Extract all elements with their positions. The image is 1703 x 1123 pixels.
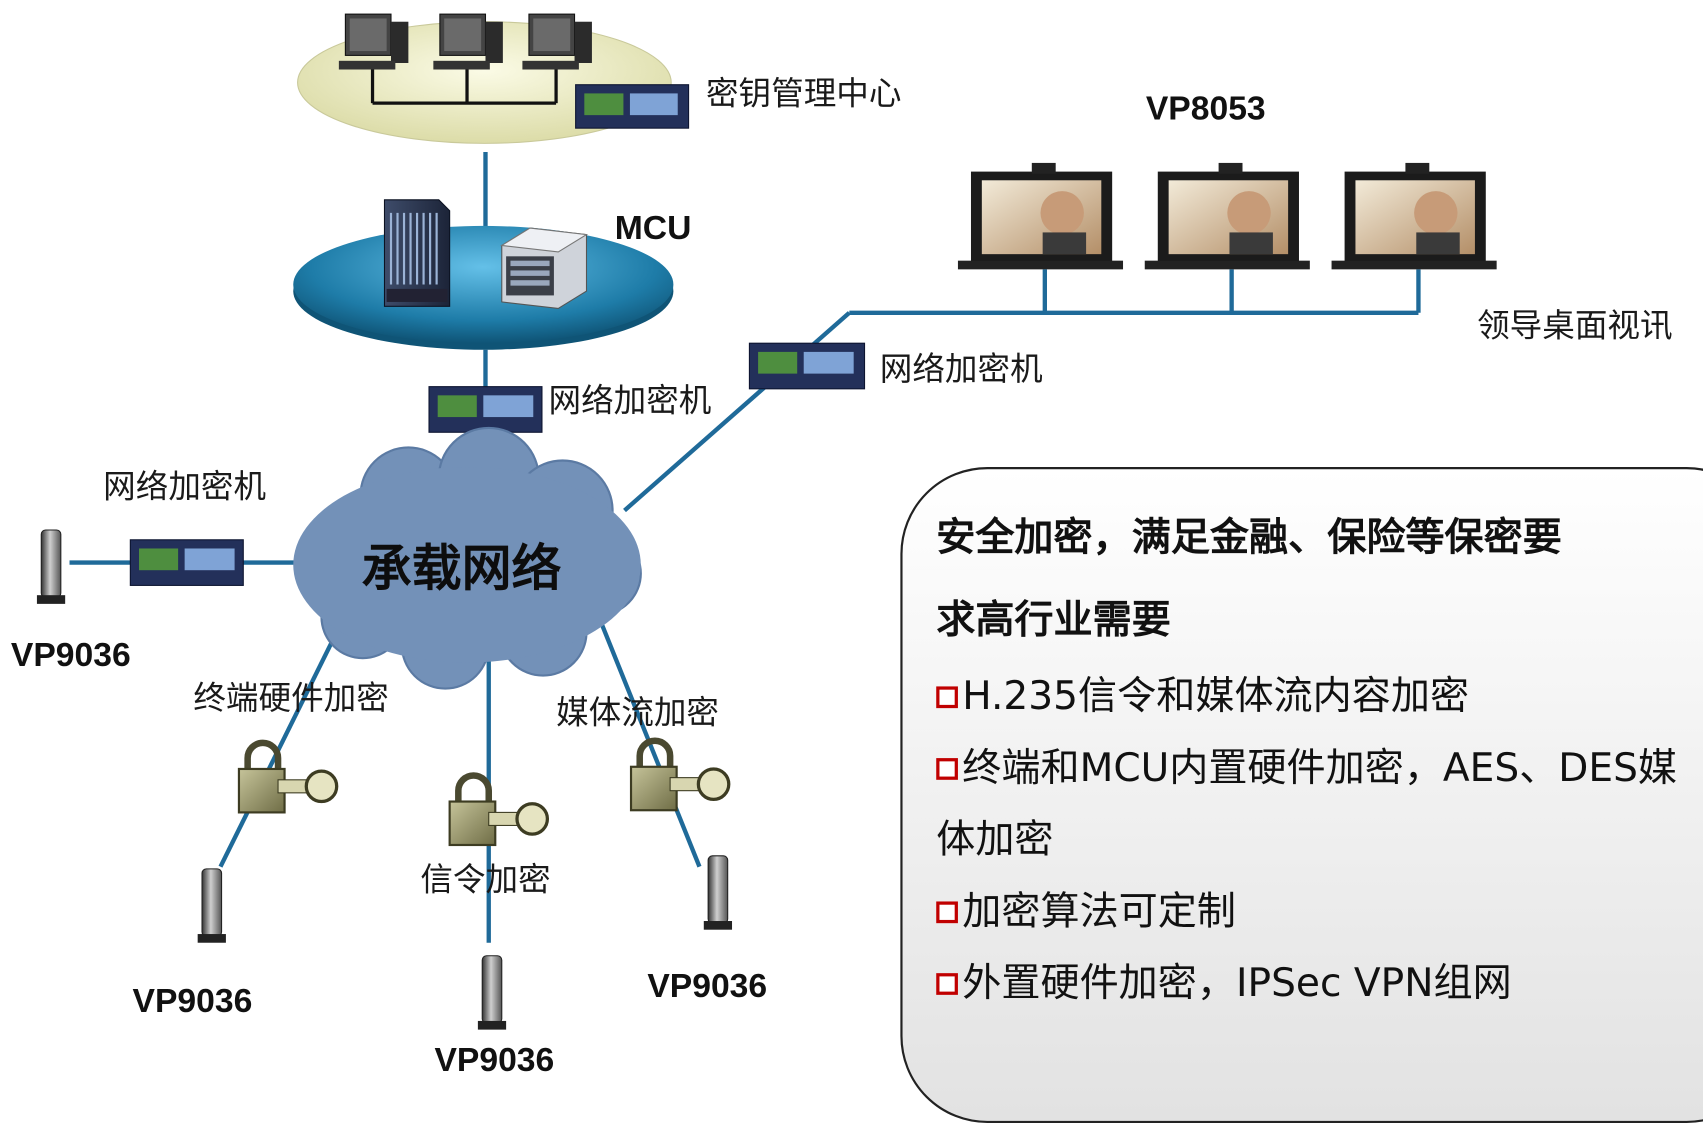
media-stream-encryption-label: 媒体流加密 xyxy=(556,694,719,733)
desktop-terminal-icon xyxy=(1331,162,1497,270)
info-heading-line1: 安全加密，满足金融、保险等保密要 xyxy=(936,515,1562,561)
terminal-icon xyxy=(36,529,66,604)
network-diagram xyxy=(36,13,1497,1030)
vp9036-label-bottom-right: VP9036 xyxy=(647,966,768,1005)
desktop-terminals xyxy=(957,162,1497,270)
bearer-network-label: 承载网络 xyxy=(361,538,562,598)
desktop-video-label: 领导桌面视讯 xyxy=(1477,307,1673,346)
lock-key-icon xyxy=(448,772,550,847)
terminal-hw-encryption-label: 终端硬件加密 xyxy=(193,679,389,718)
info-item-continuation: 体加密 xyxy=(936,817,1054,863)
computer-icon xyxy=(522,13,592,70)
mcu-chassis-icon xyxy=(500,227,589,310)
encryptor-label-left: 网络加密机 xyxy=(103,468,267,507)
computer-icon xyxy=(338,13,409,70)
desktop-terminal-icon xyxy=(957,162,1124,270)
info-item: 加密算法可定制 xyxy=(936,892,1236,932)
key-management-center xyxy=(297,13,690,144)
encryptor-device-icon xyxy=(748,342,866,390)
connection-lines xyxy=(69,152,1421,943)
info-heading-line2: 求高行业需要 xyxy=(936,598,1171,643)
vp9036-label-bottom-left: VP9036 xyxy=(132,981,253,1020)
terminal-icon xyxy=(703,855,733,930)
lock-key-icon xyxy=(629,737,731,812)
bullet-icon xyxy=(936,901,958,924)
desktop-terminal-icon xyxy=(1144,162,1310,270)
lock-key-icon xyxy=(237,739,339,814)
signaling-encryption-label: 信令加密 xyxy=(420,861,551,900)
encryptor-device-icon xyxy=(129,539,244,586)
key-management-center-label: 密钥管理中心 xyxy=(705,74,902,113)
terminal-icon xyxy=(477,955,507,1030)
encryptor-label-top: 网络加密机 xyxy=(548,382,712,421)
mcu-label: MCU xyxy=(614,208,692,247)
encryptor-device-icon xyxy=(575,84,690,129)
vp8053-label: VP8053 xyxy=(1145,89,1266,128)
info-item: 外置硬件加密，IPSec VPN组网 xyxy=(936,964,1512,1003)
encryptor-device-icon xyxy=(428,386,543,433)
bullet-icon xyxy=(936,758,958,780)
info-item: H.235信令和媒体流内容加密 xyxy=(936,677,1469,717)
terminal-icon xyxy=(197,868,226,943)
mcu-node xyxy=(293,199,674,350)
info-box xyxy=(900,467,1703,1123)
bullet-icon xyxy=(936,973,958,995)
bearer-network-cloud xyxy=(293,426,642,690)
vp9036-label-bottom: VP9036 xyxy=(434,1040,555,1079)
mcu-rack-icon xyxy=(383,199,451,307)
vp9036-label-left: VP9036 xyxy=(10,635,131,674)
encryptor-label-right: 网络加密机 xyxy=(879,350,1043,389)
computer-icon xyxy=(433,13,503,70)
bullet-icon xyxy=(936,686,958,709)
info-item: 终端和MCU内置硬件加密，AES、DES媒 xyxy=(936,749,1677,788)
